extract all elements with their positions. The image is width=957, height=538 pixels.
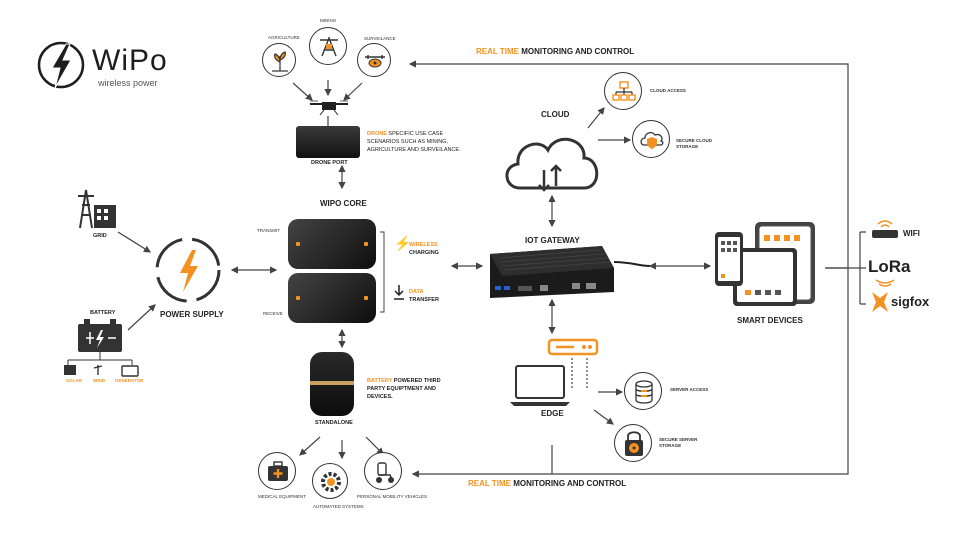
monitoring-label-top: REAL TIME MONITORING AND CONTROL (476, 47, 635, 56)
drone-description: DRONE SPECIFIC USE CASE SCENARIOS SUCH A… (367, 131, 461, 153)
transmit-label: TRANSMIT (257, 228, 280, 233)
wipo-core-label: WIPO CORE (320, 199, 367, 208)
secure-server-icon (614, 424, 652, 462)
lora-logo: LoRa (868, 257, 911, 276)
server-access-label: SERVER ACCESS (670, 387, 709, 392)
battery-label: BATTERY (90, 310, 116, 316)
secure-server-label: SECURE SERVER STORAGE (659, 437, 698, 448)
brand-tagline: wireless power (98, 78, 158, 88)
mining-label: MINING (320, 18, 337, 23)
cloud-access-label: CLOUD ACCESS (650, 88, 686, 93)
wipo-core-transmit-unit (288, 219, 376, 269)
drone-port-label: DRONE PORT (311, 160, 348, 166)
monitoring-label-bottom: REAL TIME MONITORING AND CONTROL (468, 479, 627, 488)
lightning-icon: ⚡ (394, 235, 412, 251)
mining-icon (309, 27, 347, 65)
sigfox-label: sigfox (891, 294, 930, 309)
iot-gateway-label: IOT GATEWAY (525, 236, 580, 245)
standalone-device (310, 352, 354, 416)
wind-label: WIND (93, 378, 105, 383)
surveillance-label: SURVEILANCE (364, 36, 396, 41)
automated-systems-label: AUTOMATED SYSTEMS (313, 504, 364, 509)
secure-cloud-label: SECURE CLOUD STORAGE (676, 138, 713, 149)
standalone-label: STANDALONE (315, 420, 353, 426)
wifi-label: WIFI (903, 229, 920, 238)
secure-cloud-icon (632, 120, 670, 158)
battery-description: BATTERY POWERED THIRD PARTY EQUIPTMENT A… (367, 378, 441, 400)
grid-label: GRID (93, 233, 107, 239)
cloud-access-icon (604, 72, 642, 110)
generator-label: GENERATOR (115, 378, 144, 383)
wipo-core-receive-unit (288, 273, 376, 323)
mobility-vehicle-icon (364, 452, 402, 490)
smart-devices-label: SMART DEVICES (737, 316, 803, 325)
agriculture-icon (262, 43, 296, 77)
automated-systems-icon (312, 463, 348, 499)
brand-name: WiPo (92, 44, 168, 77)
receive-label: RECEIVE (263, 311, 283, 316)
power-supply-label: POWER SUPPLY (160, 310, 224, 319)
server-access-icon (624, 372, 662, 410)
medical-equipment-label: MEDICAL EQUIPMENT (258, 494, 306, 499)
cloud-label: CLOUD (541, 110, 570, 119)
medical-equipment-icon (258, 452, 296, 490)
solar-label: SOLAR (66, 378, 82, 383)
surveillance-icon (357, 43, 391, 77)
edge-label: EDGE (541, 409, 564, 418)
drone-port-device (296, 126, 360, 158)
agriculture-label: AGRICULTURE (268, 35, 300, 40)
mobility-vehicle-label: PERSONAL MOBILITY VEHICLES (357, 494, 428, 499)
monitor-line-bottom (411, 268, 849, 478)
